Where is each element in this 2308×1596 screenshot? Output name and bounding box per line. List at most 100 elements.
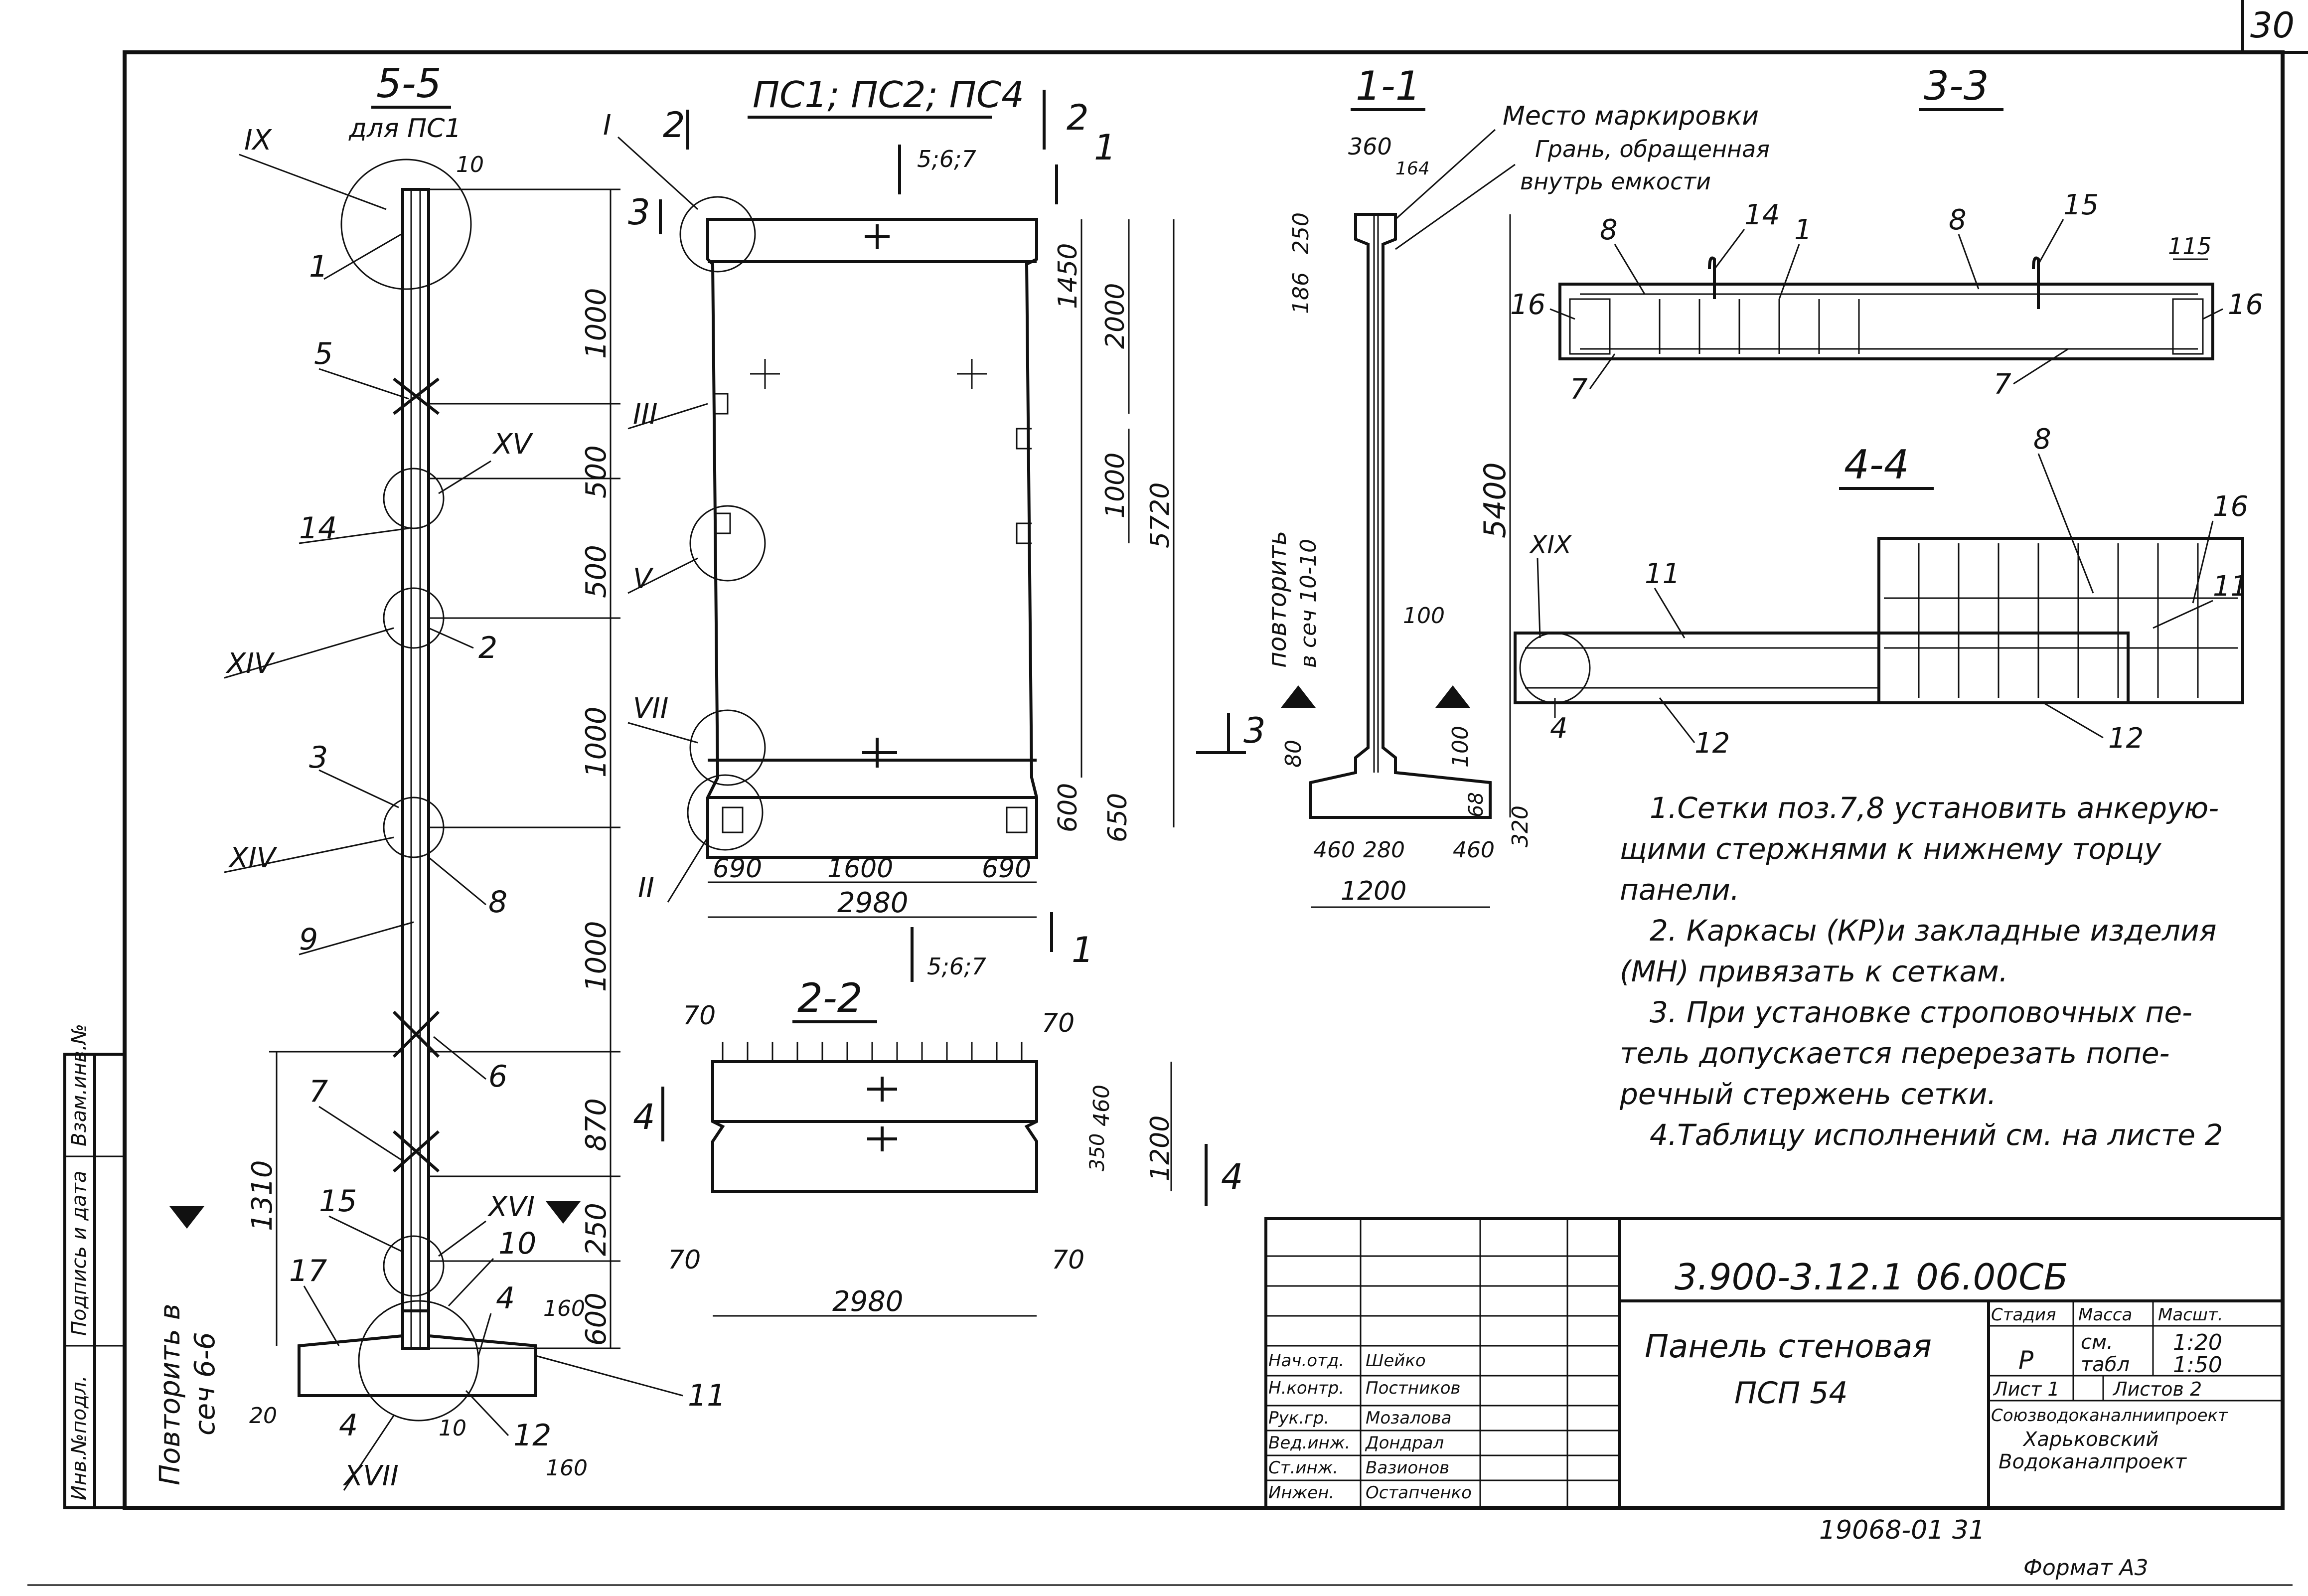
section-pc-elevation: ПС1; ПС2; ПС4 I III V VII II: [603, 74, 1175, 982]
drawing-frame: [123, 50, 2285, 1510]
dim: 1600: [827, 854, 893, 884]
cage-bars: [1569, 298, 2204, 355]
dim: 1000: [580, 288, 613, 359]
leader: [224, 627, 394, 679]
cut-mark: 4: [633, 1097, 655, 1137]
detail-circle-v: [689, 505, 766, 582]
dim: 280: [1363, 837, 1405, 863]
pos: 12: [513, 1418, 551, 1453]
cut-mark: 1: [1072, 930, 1094, 970]
lifting-loop: [2032, 256, 2040, 309]
leader: [299, 921, 414, 956]
stage-header: Стадия: [1991, 1305, 2056, 1325]
dim: 1000: [580, 706, 613, 778]
lifting-loop: [1708, 256, 1716, 299]
notch: [713, 393, 729, 415]
dim: 20: [249, 1403, 277, 1429]
detail-circle-vii: [689, 709, 766, 786]
dim: 690: [982, 854, 1031, 884]
leader: [1778, 244, 1800, 300]
cut-mark: 3: [628, 192, 650, 233]
sheet-no: Лист 1: [1994, 1378, 2060, 1400]
section-4-4-mesh: [1877, 537, 2244, 704]
pos: 14: [1744, 199, 1780, 231]
mesh-lines: [1525, 543, 2238, 698]
pos: 15: [2063, 189, 2099, 221]
format-label: Формат А3: [2023, 1555, 2149, 1581]
section-triangle: [1281, 685, 1316, 708]
pos: 11: [688, 1378, 726, 1413]
section-5-5: 5-5 для ПС1 1000 500 500 1000 1: [154, 60, 726, 1492]
stage-value: Р: [2018, 1346, 2034, 1375]
org-3: Водоканалпроект: [1999, 1450, 2187, 1473]
pos: 8: [1949, 204, 1967, 236]
dim: 1450: [1053, 243, 1083, 309]
dim: 10: [439, 1416, 466, 1441]
pos: 6: [488, 1059, 507, 1094]
role: Ст.инж.: [1268, 1458, 1339, 1478]
repeat-1010-line1: повторить: [1263, 531, 1292, 668]
dim: 1200: [1341, 876, 1406, 906]
repeat-66-line1: Повторить в: [154, 1303, 186, 1485]
section-2-2-title: 2-2: [797, 975, 863, 1021]
doc-code: 3.900-3.12.1 06.00СБ: [1675, 1256, 2068, 1298]
detail-label: IX: [244, 124, 273, 157]
person: Вазионов: [1366, 1458, 1450, 1478]
general-notes: 1.Сетки поз.7,8 установить анкерую- щими…: [1620, 788, 2258, 1155]
detail-circle-ix: [340, 159, 472, 290]
crosshair: [957, 359, 987, 389]
place-marking: Место маркировки: [1503, 101, 1759, 131]
detail-label: VII: [633, 692, 668, 725]
sheets-total: Листов 2: [2113, 1378, 2202, 1400]
dim: 460: [1089, 1085, 1114, 1126]
leader: [318, 769, 399, 808]
leader: [535, 1355, 683, 1397]
crosshair: [867, 1077, 897, 1102]
scale-header: Масшт.: [2158, 1305, 2223, 1325]
pos: 17: [289, 1254, 327, 1288]
detail-label: V: [633, 563, 654, 595]
leader: [1395, 163, 1516, 250]
pos: 12: [1694, 727, 1730, 760]
dim: 350: [1086, 1133, 1109, 1171]
pos: 16: [1510, 289, 1545, 321]
dim: 360: [1348, 133, 1392, 160]
leader: [224, 836, 394, 873]
note-line: 2. Каркасы (КР)и закладные изделия: [1650, 914, 2217, 948]
repeat-66-line2: сеч 6-6: [189, 1332, 221, 1436]
mass-value-2: табл: [2081, 1353, 2130, 1376]
section-1-1: 1-1 Место маркировки Грань, обращенная в…: [1196, 63, 1770, 908]
dim: 186: [1288, 272, 1314, 314]
dim: 500: [580, 545, 613, 598]
pos: 4: [339, 1408, 358, 1443]
detail-label: XIX: [1529, 530, 1572, 559]
person: Мозалова: [1366, 1408, 1452, 1428]
section-3-3-title: 3-3: [1924, 63, 1989, 109]
leader: [239, 154, 387, 210]
dim: 1200: [1145, 1116, 1175, 1181]
pos: 16: [2228, 289, 2263, 321]
pos: 8: [488, 885, 507, 920]
leader: [617, 136, 699, 210]
role: Нач.отд.: [1268, 1351, 1345, 1371]
pos: 11: [2213, 570, 2248, 603]
leader: [627, 403, 708, 430]
org-1: Союзводоканалниипроект: [1991, 1406, 2228, 1426]
face-label-2: внутрь емкости: [1520, 168, 1711, 195]
dim: 500: [580, 445, 613, 498]
dim: 1000: [580, 921, 613, 992]
pos: 12: [2108, 722, 2144, 755]
dim: 5720: [1145, 482, 1175, 548]
leader: [2037, 219, 2064, 265]
detail-label: XIV: [228, 842, 278, 874]
leader: [1713, 229, 1745, 270]
dim: 70: [668, 1245, 701, 1275]
leader: [428, 856, 486, 906]
dim: 10: [456, 152, 484, 177]
wall-foot: [298, 1309, 537, 1397]
embed-plate: [722, 806, 744, 833]
dim: 70: [683, 1001, 716, 1031]
scale-value-1: 1:20: [2173, 1330, 2222, 1355]
dim: 164: [1395, 159, 1430, 179]
